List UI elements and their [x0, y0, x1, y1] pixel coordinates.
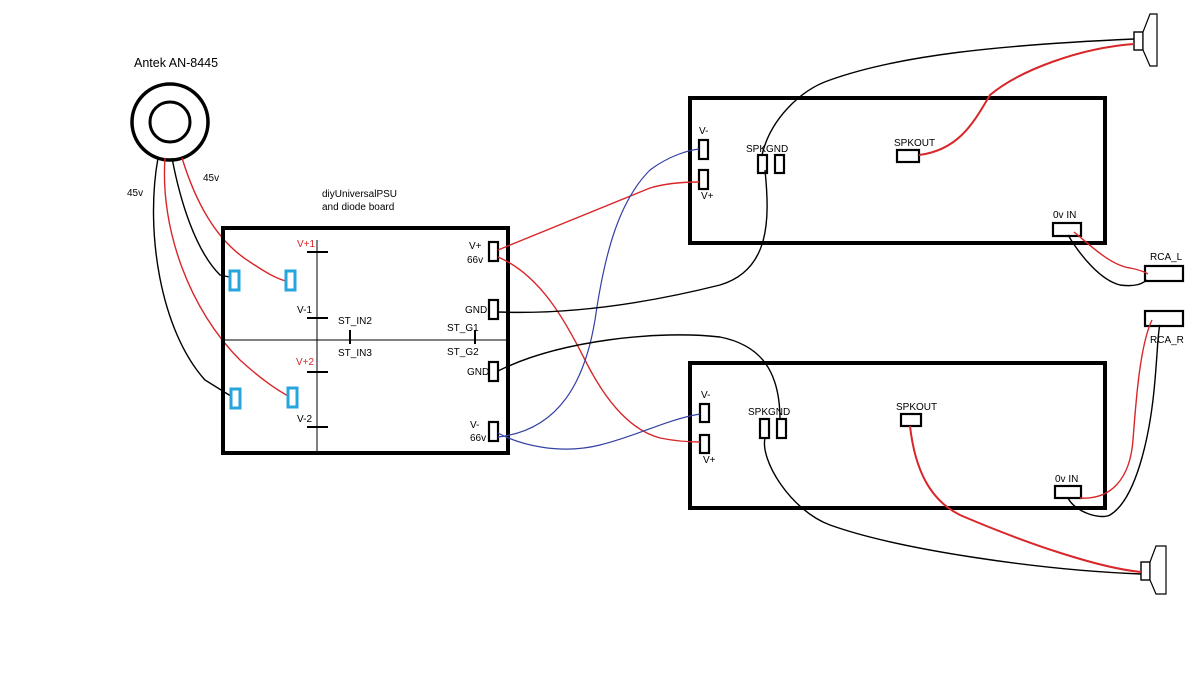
amp-bottom-0vin-label: 0v IN	[1055, 474, 1078, 485]
speaker-top	[1133, 13, 1158, 67]
transformer-volt-left: 45v	[127, 188, 143, 199]
amp-bottom-vplus-label: V+	[703, 455, 716, 466]
psu-out-vminus-label: V-	[470, 420, 479, 431]
amp-bottom-vplus-terminal	[698, 433, 711, 455]
amp-top: V- V+ SPKGND SPKOUT 0v IN	[688, 96, 1107, 245]
terminal-ac1a	[228, 269, 241, 292]
rca-right-jack	[1143, 309, 1185, 328]
psu-stg1-label: ST_G1	[447, 323, 479, 334]
psu-stg2-label: ST_G2	[447, 347, 479, 358]
rca-right-label: RCA_R	[1150, 335, 1184, 346]
amp-top-vplus-label: V+	[701, 191, 714, 202]
psu-out-vplus-label: V+	[469, 241, 482, 252]
amp-top-spkgnd-terminal-b	[773, 153, 786, 175]
terminal-ac2b	[286, 386, 299, 409]
psu-vminus1-label: V-1	[297, 305, 312, 316]
power-wiring	[497, 148, 781, 450]
psu-gnd-top-terminal	[487, 298, 500, 321]
speaker-wiring	[761, 38, 1142, 575]
psu-stin3-label: ST_IN3	[338, 348, 372, 359]
rca-left-label: RCA_L	[1150, 252, 1183, 263]
amp-top-spkgnd-label: SPKGND	[746, 144, 788, 155]
transformer-wires	[152, 157, 293, 399]
terminal-ac1b	[284, 269, 297, 292]
rca-left-jack	[1143, 264, 1185, 283]
amp-bottom-0vin-terminal	[1053, 484, 1083, 500]
psu-stin2-label: ST_IN2	[338, 316, 372, 327]
amp-top-spkout-terminal	[895, 148, 921, 164]
psu-out-vplus-volt: 66v	[467, 255, 483, 266]
psu-title-1: diyUniversalPSU	[322, 189, 397, 200]
amp-top-vplus-terminal	[697, 168, 710, 191]
psu-title-2: and diode board	[322, 202, 394, 213]
amp-top-vminus-label: V-	[699, 126, 708, 137]
amp-top-0vin-label: 0v IN	[1053, 210, 1076, 221]
psu-board: diyUniversalPSU and diode board V+1 V-1 …	[221, 189, 510, 455]
amp-bottom-spkout-label: SPKOUT	[896, 402, 937, 413]
amp-top-vminus-terminal	[697, 138, 710, 161]
amp-top-spkout-label: SPKOUT	[894, 138, 935, 149]
psu-vplus2-label: V+2	[296, 357, 315, 368]
psu-out-vminus-volt: 66v	[470, 433, 486, 444]
amp-bottom-spkgnd-terminal-a	[758, 417, 771, 440]
psu-out-gnd-top-label: GND	[465, 305, 487, 316]
transformer-title: Antek AN-8445	[134, 56, 218, 70]
amp-bottom-spkgnd-terminal-b	[775, 417, 788, 440]
amp-bottom-vminus-label: V-	[701, 390, 710, 401]
psu-vplus1-label: V+1	[297, 239, 316, 250]
psu-vminus2-label: V-2	[297, 414, 312, 425]
amp-bottom-spkgnd-label: SPKGND	[748, 407, 790, 418]
rca-jacks: RCA_L RCA_R	[1143, 252, 1185, 346]
transformer: Antek AN-8445 45v 45v	[127, 56, 219, 199]
rca-wiring	[1067, 231, 1161, 518]
psu-out-gnd-bottom-label: GND	[467, 367, 489, 378]
amp-bottom-vminus-terminal	[698, 402, 711, 424]
speaker-bottom	[1140, 545, 1167, 595]
psu-vminus-terminal	[487, 420, 500, 443]
psu-vplus-terminal	[487, 240, 500, 263]
terminal-ac2a	[229, 387, 242, 410]
amp-bottom-spkout-terminal	[899, 412, 923, 428]
psu-gnd-bottom-terminal	[487, 360, 500, 383]
transformer-volt-right: 45v	[203, 173, 219, 184]
amp-bottom: V- V+ SPKGND SPKOUT 0v IN	[688, 361, 1107, 510]
